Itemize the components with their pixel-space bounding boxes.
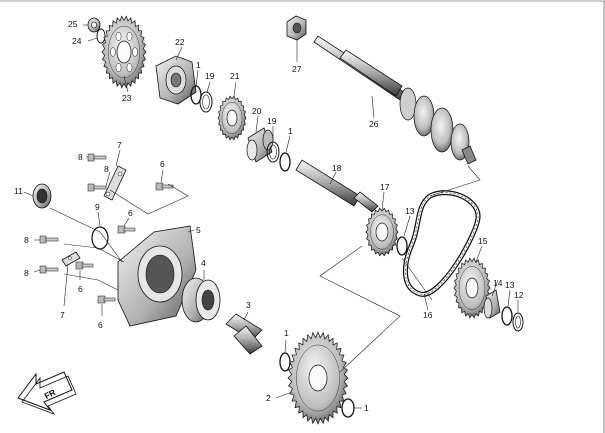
part-1-circlip-a xyxy=(190,85,202,105)
part-22-hub xyxy=(155,55,197,105)
part-18-shaft xyxy=(295,159,379,213)
front-direction-arrow: FR xyxy=(17,371,77,415)
bolt-6d xyxy=(97,295,116,304)
callout-8d: 8 xyxy=(24,268,29,278)
part-27-nut xyxy=(286,15,307,41)
part-7-plate-lower xyxy=(61,251,81,267)
callout-4: 4 xyxy=(201,258,206,268)
part-25-washer xyxy=(87,17,101,33)
callout-20: 20 xyxy=(252,106,262,116)
part-15-gear xyxy=(453,257,491,319)
part-3-output-shaft xyxy=(225,313,263,355)
assembly-guide-lines xyxy=(49,165,481,373)
callout-8a: 8 xyxy=(78,152,83,162)
callout-6b: 6 xyxy=(128,208,133,218)
part-26-mainshaft xyxy=(313,35,477,165)
callout-13b: 13 xyxy=(505,280,515,290)
part-1-circlip-c xyxy=(279,352,291,372)
bolt-6b xyxy=(117,225,136,234)
callout-3: 3 xyxy=(246,300,251,310)
callout-8c: 8 xyxy=(24,235,29,245)
part-23-gear xyxy=(101,15,147,89)
callout-21: 21 xyxy=(230,71,240,81)
callout-24: 24 xyxy=(72,36,82,46)
callout-19b: 19 xyxy=(267,116,277,126)
callout-7b: 7 xyxy=(60,310,65,320)
part-24-ring xyxy=(96,28,106,44)
part-5-housing xyxy=(117,225,197,327)
callout-23: 23 xyxy=(122,93,132,103)
callout-22: 22 xyxy=(175,37,185,47)
bolt-8d xyxy=(39,265,59,274)
part-2-large-gear xyxy=(287,331,349,425)
callout-16: 16 xyxy=(423,310,433,320)
bolt-8b xyxy=(87,183,107,192)
bolt-6a xyxy=(155,182,174,191)
callout-1b: 1 xyxy=(288,126,293,136)
front-direction-label: FR xyxy=(43,387,58,401)
part-4-bearing xyxy=(181,277,221,323)
part-20-needle-bearing xyxy=(246,127,274,163)
callout-19a: 19 xyxy=(205,71,215,81)
callout-1a: 1 xyxy=(196,60,201,70)
callout-6c: 6 xyxy=(78,284,83,294)
callout-11: 11 xyxy=(14,186,23,196)
part-14-needle-bearing xyxy=(483,289,501,319)
part-16-chain xyxy=(402,190,481,297)
callout-17: 17 xyxy=(380,182,390,192)
part-12-washer xyxy=(512,312,524,332)
part-17-gear xyxy=(365,207,399,257)
part-9-o-ring xyxy=(91,226,109,250)
callout-13a: 13 xyxy=(405,206,415,216)
part-1-circlip-d xyxy=(341,398,355,418)
callout-6d: 6 xyxy=(98,320,103,330)
callout-14: 14 xyxy=(493,278,503,288)
callout-8b: 8 xyxy=(104,164,109,174)
bolt-8a xyxy=(87,153,107,162)
part-1-circlip-b xyxy=(279,152,291,172)
callout-12: 12 xyxy=(514,290,524,300)
callout-27: 27 xyxy=(292,64,302,74)
part-19-washer-a xyxy=(199,91,213,113)
callout-1c: 1 xyxy=(284,328,289,338)
bolt-8c xyxy=(39,235,59,244)
part-13-circlip-a xyxy=(396,236,408,256)
callout-25: 25 xyxy=(68,19,78,29)
part-7-plate-upper xyxy=(103,165,127,201)
callout-6a: 6 xyxy=(160,159,165,169)
callout-15: 15 xyxy=(478,236,488,246)
part-11-oil-seal xyxy=(32,183,52,209)
bolt-6c xyxy=(75,261,94,270)
callout-2: 2 xyxy=(266,393,271,403)
callout-labels: 25 24 23 22 1 19 21 20 19 1 27 26 18 17 … xyxy=(14,19,524,413)
callout-9: 9 xyxy=(95,202,100,212)
callout-7a: 7 xyxy=(117,140,122,150)
callout-18: 18 xyxy=(332,163,342,173)
callout-5: 5 xyxy=(196,225,201,235)
part-13-circlip-b xyxy=(501,306,513,326)
callout-26: 26 xyxy=(369,119,379,129)
part-21-gear xyxy=(217,95,247,141)
callout-1d: 1 xyxy=(364,403,369,413)
callout-leaders xyxy=(23,24,519,409)
